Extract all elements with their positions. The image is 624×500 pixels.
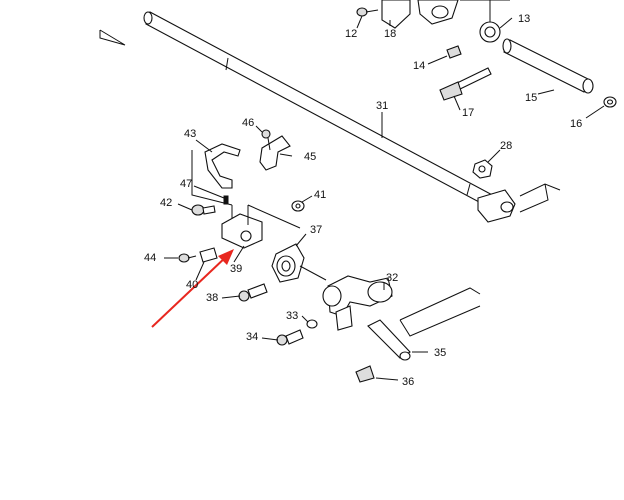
washer-16 [603,96,617,108]
washer-33 [306,319,318,329]
label-31: 31 [376,100,388,112]
label-16: 16 [570,118,582,130]
screw-40 [199,247,218,263]
shaft-35 [367,319,411,361]
label-17: 17 [462,107,474,119]
label-28: 28 [500,140,512,152]
screw-14 [446,45,462,59]
frame-line [399,287,481,337]
screw-42 [191,204,216,216]
label-12: 12 [345,28,357,40]
label-43: 43 [184,128,196,140]
block-39 [221,213,263,249]
bracket-32 [322,275,393,331]
screw-44 [178,253,197,263]
frame-line [247,204,301,229]
label-14: 14 [413,60,425,72]
leader-line [299,265,327,281]
label-15: 15 [525,92,537,104]
label-38: 38 [206,292,218,304]
red-arrow-indicator [151,249,234,328]
screw-34 [276,329,304,346]
label-40: 40 [186,279,198,291]
label-18: 18 [384,28,396,40]
washer-41 [291,200,305,212]
collar-13 [479,0,501,43]
pin-47 [223,195,229,205]
label-46: 46 [242,117,254,129]
nut-28 [472,159,493,179]
label-32: 32 [386,272,398,284]
label-36: 36 [402,376,414,388]
leader-lines [164,15,605,381]
screw-12 [356,7,379,17]
label-41: 41 [314,189,326,201]
pin-17 [439,67,492,101]
label-47: 47 [180,178,192,190]
label-45: 45 [304,151,316,163]
label-39: 39 [230,263,242,275]
frame-line [519,183,561,213]
screw-46 [261,129,271,139]
leader-line [267,137,271,151]
collar-37 [271,243,305,283]
part-18-block [381,0,510,29]
screw-38 [238,283,268,302]
label-35: 35 [434,347,446,359]
label-44: 44 [144,252,156,264]
label-33: 33 [286,310,298,322]
label-42: 42 [160,197,172,209]
label-13: 13 [518,13,530,25]
shaft-31 [143,11,499,211]
screw-36 [355,365,375,383]
plate-45 [259,135,291,171]
spring-43 [204,143,241,189]
shaft-15 [502,38,594,94]
shaft-end-block [477,189,516,223]
label-34: 34 [246,331,258,343]
frame-line [99,29,126,46]
label-37: 37 [310,224,322,236]
